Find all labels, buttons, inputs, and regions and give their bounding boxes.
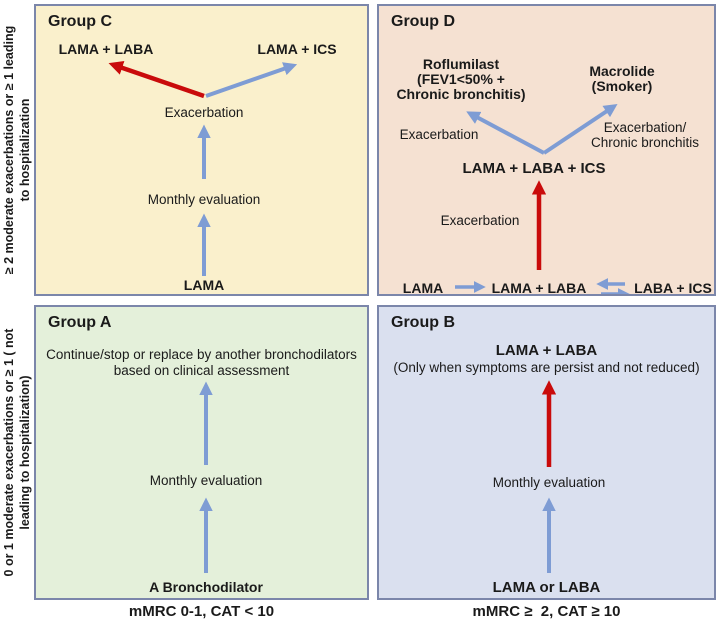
- x-axis-label-left: mMRC 0-1, CAT < 10: [128, 603, 275, 620]
- x-axis-label-right: mMRC ≥ 2, CAT ≥ 10: [472, 603, 621, 620]
- group-c-lama-laba: LAMA + LABA: [58, 41, 154, 57]
- quadrant-group-d: Group D Roflumilast (FEV1<50% + Chronic …: [377, 4, 716, 296]
- group-d-roflumilast-line2: (FEV1<50% +: [417, 71, 505, 87]
- arrow-exacerbation-to-lama-laba: [108, 61, 205, 99]
- y-axis-label-bottom-line1: 0 or 1 moderate exacerbations or ≥ 1 ( n…: [2, 328, 16, 577]
- group-a-title: Group A: [48, 314, 112, 331]
- group-a-bronchodilator: A Bronchodilator: [149, 579, 263, 595]
- group-d-exacerbation-left: Exacerbation: [399, 127, 479, 142]
- group-d-macrolide-line1: Macrolide: [589, 63, 655, 79]
- group-c-title: Group C: [48, 13, 112, 30]
- group-d-roflumilast: Roflumilast (FEV1<50% + Chronic bronchit…: [381, 57, 541, 102]
- group-d-lama-laba: LAMA + LABA: [491, 280, 587, 296]
- group-d-roflumilast-line3: Chronic bronchitis): [396, 86, 526, 102]
- group-d-exacerbation-right: Exacerbation/ Chronic bronchitis: [575, 120, 715, 150]
- quadrant-group-c: Group C LAMA + LABA LAMA + ICS Exacerbat…: [34, 4, 369, 296]
- group-b-lama-or-laba: LAMA or LABA: [492, 579, 601, 596]
- y-axis-label-bottom-line2: leading to hospitalization): [18, 375, 32, 530]
- group-d-roflumilast-line1: Roflumilast: [422, 56, 500, 72]
- group-c-lama: LAMA: [183, 277, 225, 293]
- quadrant-group-b: Group B LAMA + LABA (Only when symptoms …: [377, 305, 716, 600]
- quadrant-group-a: Group A Continue/stop or replace by anot…: [34, 305, 369, 600]
- group-b-note: (Only when symptoms are persist and not …: [393, 360, 700, 375]
- group-d-title: Group D: [391, 13, 455, 30]
- group-d-exacerbation-mid: Exacerbation: [440, 213, 520, 228]
- group-a-note-line2: based on clinical assessment: [113, 363, 290, 378]
- y-axis-label-top-line1: ≥ 2 moderate exacerbations or ≥ 1 leadin…: [2, 25, 16, 275]
- group-c-lama-ics: LAMA + ICS: [257, 41, 337, 57]
- group-d-lama: LAMA: [402, 280, 444, 296]
- arrow-exacerbation-to-lama-ics: [205, 62, 298, 98]
- group-d-triple-therapy: LAMA + LABA + ICS: [462, 160, 606, 177]
- group-c-monthly-evaluation: Monthly evaluation: [147, 192, 261, 207]
- group-a-note-line1: Continue/stop or replace by another bron…: [46, 347, 357, 362]
- group-b-title: Group B: [391, 314, 455, 331]
- group-a-monthly-evaluation: Monthly evaluation: [149, 473, 263, 488]
- group-c-exacerbation: Exacerbation: [164, 105, 244, 120]
- group-b-monthly-evaluation: Monthly evaluation: [492, 475, 606, 490]
- y-axis-label-bottom: 0 or 1 moderate exacerbations or ≥ 1 ( n…: [1, 305, 33, 600]
- group-d-arrows: [455, 103, 630, 294]
- group-d-macrolide: Macrolide (Smoker): [552, 64, 692, 94]
- group-d-exacerbation-right-line2: Chronic bronchitis: [590, 135, 700, 150]
- y-axis-label-top: ≥ 2 moderate exacerbations or ≥ 1 leadin…: [1, 4, 33, 296]
- group-d-laba-ics: LABA + ICS: [634, 280, 712, 296]
- group-d-macrolide-line2: (Smoker): [591, 78, 653, 94]
- group-d-exacerbation-right-line1: Exacerbation/: [603, 120, 687, 135]
- group-b-lama-laba: LAMA + LABA: [495, 342, 598, 359]
- y-axis-label-top-line2: to hospitalization: [18, 98, 32, 202]
